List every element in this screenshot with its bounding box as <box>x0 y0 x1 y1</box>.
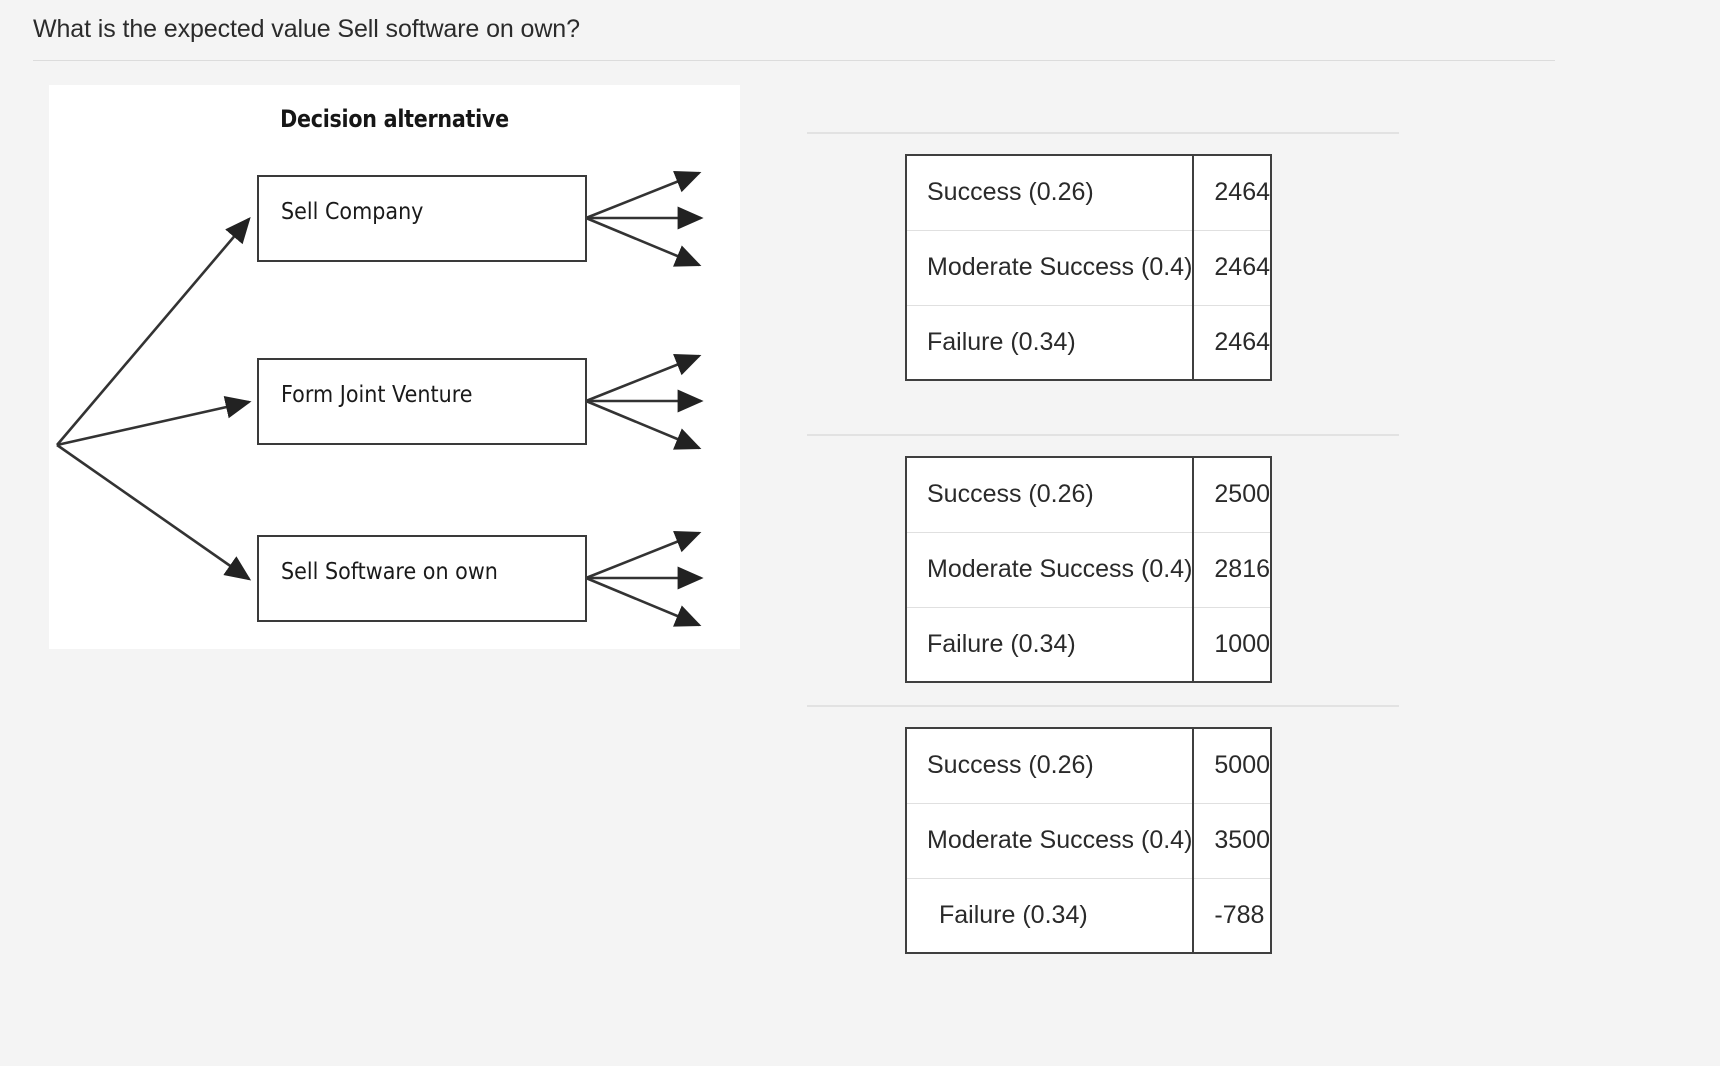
node-label-sell-company: Sell Company <box>281 199 424 225</box>
table-row[interactable]: Success (0.26) 2500 <box>906 457 1272 533</box>
table-row[interactable]: Success (0.26) 5000 <box>906 728 1272 804</box>
table-row[interactable]: Success (0.26) 2464 <box>906 155 1272 231</box>
table-row[interactable]: Failure (0.34) 2464 <box>906 304 1272 380</box>
edge-joint-venture-failure <box>585 399 702 450</box>
edge-sell-software-success <box>585 531 702 580</box>
question-header: What is the expected value Sell software… <box>0 0 1720 62</box>
outcome-cell: Moderate Success (0.4) <box>906 802 1194 879</box>
value-cell: 2816 <box>1192 531 1272 608</box>
table-row[interactable]: Moderate Success (0.4) 2816 <box>906 531 1272 608</box>
value-cell: 2464 <box>1192 304 1272 380</box>
node-box-sell-software-on-own[interactable]: Sell Software on own <box>257 535 587 622</box>
node-box-sell-company[interactable]: Sell Company <box>257 175 587 262</box>
table-divider-3 <box>807 705 1399 707</box>
table-row[interactable]: Failure (0.34) 1000 <box>906 606 1272 682</box>
edge-joint-venture-success <box>585 354 702 403</box>
decision-tree-card: Decision alternative <box>49 85 740 649</box>
table-row[interactable]: Failure (0.34) -788 <box>906 877 1272 953</box>
outcome-cell: Success (0.26) <box>906 728 1194 804</box>
outcome-cell: Success (0.26) <box>906 155 1194 231</box>
header-divider <box>33 60 1555 61</box>
outcome-cell: Success (0.26) <box>906 457 1194 533</box>
edge-sell-software-failure <box>585 576 702 627</box>
outcome-cell: Moderate Success (0.4) <box>906 229 1194 306</box>
edge-root-to-sell-company <box>56 217 251 446</box>
node-box-form-joint-venture[interactable]: Form Joint Venture <box>257 358 587 445</box>
outcome-cell: Moderate Success (0.4) <box>906 531 1194 608</box>
table-row[interactable]: Moderate Success (0.4) 2464 <box>906 229 1272 306</box>
edge-root-to-form-joint-venture <box>56 395 252 447</box>
payoff-table-form-joint-venture: Success (0.26) 2500 Moderate Success (0.… <box>905 456 1273 683</box>
table-row[interactable]: Moderate Success (0.4) 3500 <box>906 802 1272 879</box>
edge-sell-company-failure <box>585 216 702 267</box>
node-label-form-joint-venture: Form Joint Venture <box>281 382 473 408</box>
value-cell: 2464 <box>1192 229 1272 306</box>
diagram-title: Decision alternative <box>280 105 509 133</box>
value-cell: 3500 <box>1192 802 1272 879</box>
payoff-table-sell-software-on-own: Success (0.26) 5000 Moderate Success (0.… <box>905 727 1273 954</box>
decision-tree-graphic <box>56 171 704 627</box>
node-label-sell-software-on-own: Sell Software on own <box>281 559 498 585</box>
question-title: What is the expected value Sell software… <box>33 15 580 43</box>
outcome-cell: Failure (0.34) <box>906 304 1194 380</box>
outcome-cell: Failure (0.34) <box>906 606 1194 682</box>
value-cell: 2464 <box>1192 155 1272 231</box>
value-cell: 5000 <box>1192 728 1272 804</box>
value-cell: 2500 <box>1192 457 1272 533</box>
payoff-table-sell-company: Success (0.26) 2464 Moderate Success (0.… <box>905 154 1273 381</box>
table-divider-2 <box>807 434 1399 436</box>
edge-sell-company-success <box>585 171 702 220</box>
value-cell: -788 <box>1192 877 1272 953</box>
edge-root-to-sell-software <box>56 443 252 581</box>
table-divider-1 <box>807 132 1399 134</box>
outcome-cell: Failure (0.34) <box>906 877 1194 953</box>
value-cell: 1000 <box>1192 606 1272 682</box>
